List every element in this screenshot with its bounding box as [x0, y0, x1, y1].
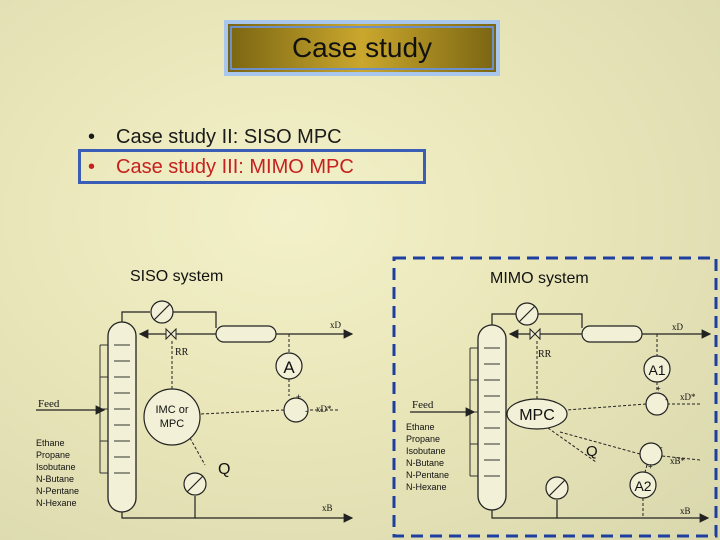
mimo-component: Ethane: [406, 422, 435, 432]
mimo-feed-label: Feed: [412, 399, 434, 411]
bullet-marker: •: [88, 156, 96, 178]
siso-xd-label: xD: [330, 320, 342, 330]
mimo-plus-top: +: [656, 384, 661, 393]
mimo-plus-bottom: +: [648, 462, 653, 471]
siso-component: N-Pentane: [36, 486, 79, 496]
siso-reflux-drum: [215, 325, 277, 343]
mimo-a2-label: A2: [634, 478, 651, 494]
mimo-trays: [484, 347, 500, 477]
mimo-component: N-Butane: [406, 458, 444, 468]
highlight-frame: [78, 149, 426, 184]
mimo-minus-top: -: [665, 395, 668, 404]
mimo-dashed-frame: [392, 256, 718, 538]
siso-component: Propane: [36, 450, 70, 460]
bullet-marker: •: [88, 126, 96, 148]
mimo-q-label: Q: [586, 443, 598, 460]
mimo-a1-label: A1: [648, 362, 665, 378]
siso-feed-label: Feed: [38, 398, 60, 410]
siso-xd-setpoint: xD*: [316, 404, 332, 414]
mimo-xb-setpoint: xB*: [670, 456, 686, 466]
mimo-distillation-column: [477, 324, 507, 511]
siso-system-label: SISO system: [130, 268, 223, 285]
siso-feed-components: Ethane Propane Isobutane N-Butane N-Pent…: [36, 438, 79, 508]
siso-controller: [143, 388, 201, 446]
mimo-xb-label: xB: [680, 506, 691, 516]
title-box: Case study: [224, 20, 500, 76]
siso-controller-line2: MPC: [160, 418, 185, 430]
slide-title: Case study: [291, 32, 433, 63]
mimo-feed-components: Ethane Propane Isobutane N-Butane N-Pent…: [406, 422, 449, 492]
siso-q-label: Q: [218, 461, 230, 478]
mimo-mpc-label: MPC: [519, 407, 555, 424]
bullet-text: Case study II: SISO MPC: [116, 126, 342, 148]
mimo-schematic: xD RR A1 + - xD* MPC Q + - xB* A2: [406, 302, 712, 523]
mimo-xd-setpoint: xD*: [680, 392, 696, 402]
mimo-component: Isobutane: [406, 446, 446, 456]
mimo-rr-label: RR: [538, 349, 552, 360]
mimo-component: Propane: [406, 434, 440, 444]
bullet-list: • Case study II: SISO MPC • Case study III…: [88, 122, 354, 182]
bullet-item: • Case study II: SISO MPC: [88, 122, 354, 152]
siso-controller-line1: IMC or: [156, 404, 189, 416]
siso-component: N-Butane: [36, 474, 74, 484]
siso-component: Isobutane: [36, 462, 76, 472]
siso-xb-label: xB: [322, 503, 333, 513]
siso-plus-sign: +: [296, 392, 301, 402]
mimo-minus-bottom: -: [660, 443, 663, 452]
mimo-reflux-valve: [529, 327, 541, 341]
siso-schematic: xD RR A + - xD* IMC or MPC Q xB Feed Et: [36, 300, 354, 523]
siso-minus-sign: -: [305, 406, 308, 416]
mimo-component: N-Pentane: [406, 470, 449, 480]
mimo-system-label: MIMO system: [490, 270, 589, 287]
siso-rr-label: RR: [175, 347, 189, 358]
mimo-reflux-drum: [581, 325, 643, 343]
bullet-item-highlighted: • Case study III: MIMO MPC: [88, 152, 354, 182]
siso-reflux-valve: [165, 327, 177, 341]
bullet-text: Case study III: MIMO MPC: [116, 156, 354, 178]
siso-analyzer-label: A: [283, 358, 295, 377]
mimo-component: N-Hexane: [406, 482, 447, 492]
siso-component: N-Hexane: [36, 498, 77, 508]
siso-trays: [114, 344, 130, 474]
mimo-xd-label: xD: [672, 322, 684, 332]
siso-distillation-column: [107, 321, 137, 513]
siso-component: Ethane: [36, 438, 65, 448]
